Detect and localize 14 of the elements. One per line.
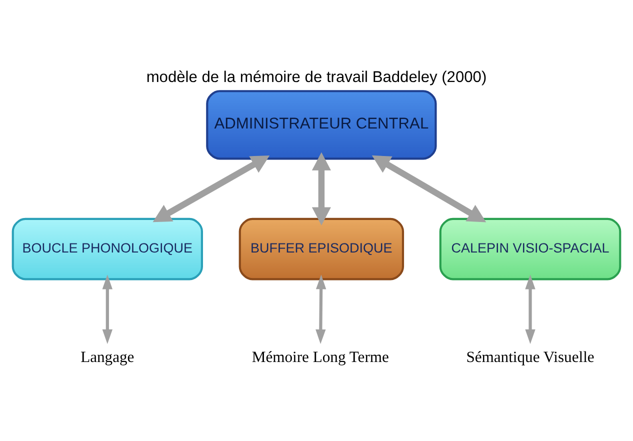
node-text: Sémantique Visuelle xyxy=(466,348,594,366)
diagram-title: modèle de la mémoire de travail Baddeley (2000) xyxy=(146,68,487,86)
arrow xyxy=(312,152,331,225)
arrow xyxy=(316,274,326,344)
arrow xyxy=(372,154,486,222)
arrow xyxy=(525,274,536,344)
node-text: Mémoire Long Terme xyxy=(252,348,389,366)
node-box: BOUCLE PHONOLOGIQUE xyxy=(12,217,203,280)
arrow xyxy=(152,154,270,222)
node-box: CALEPIN VISIO-SPACIAL xyxy=(439,217,622,280)
node-text: Langage xyxy=(80,348,134,366)
node-box: ADMINISTRATEUR CENTRAL xyxy=(206,90,437,160)
arrow xyxy=(102,274,113,344)
node-box: BUFFER EPISODIQUE xyxy=(238,217,404,280)
